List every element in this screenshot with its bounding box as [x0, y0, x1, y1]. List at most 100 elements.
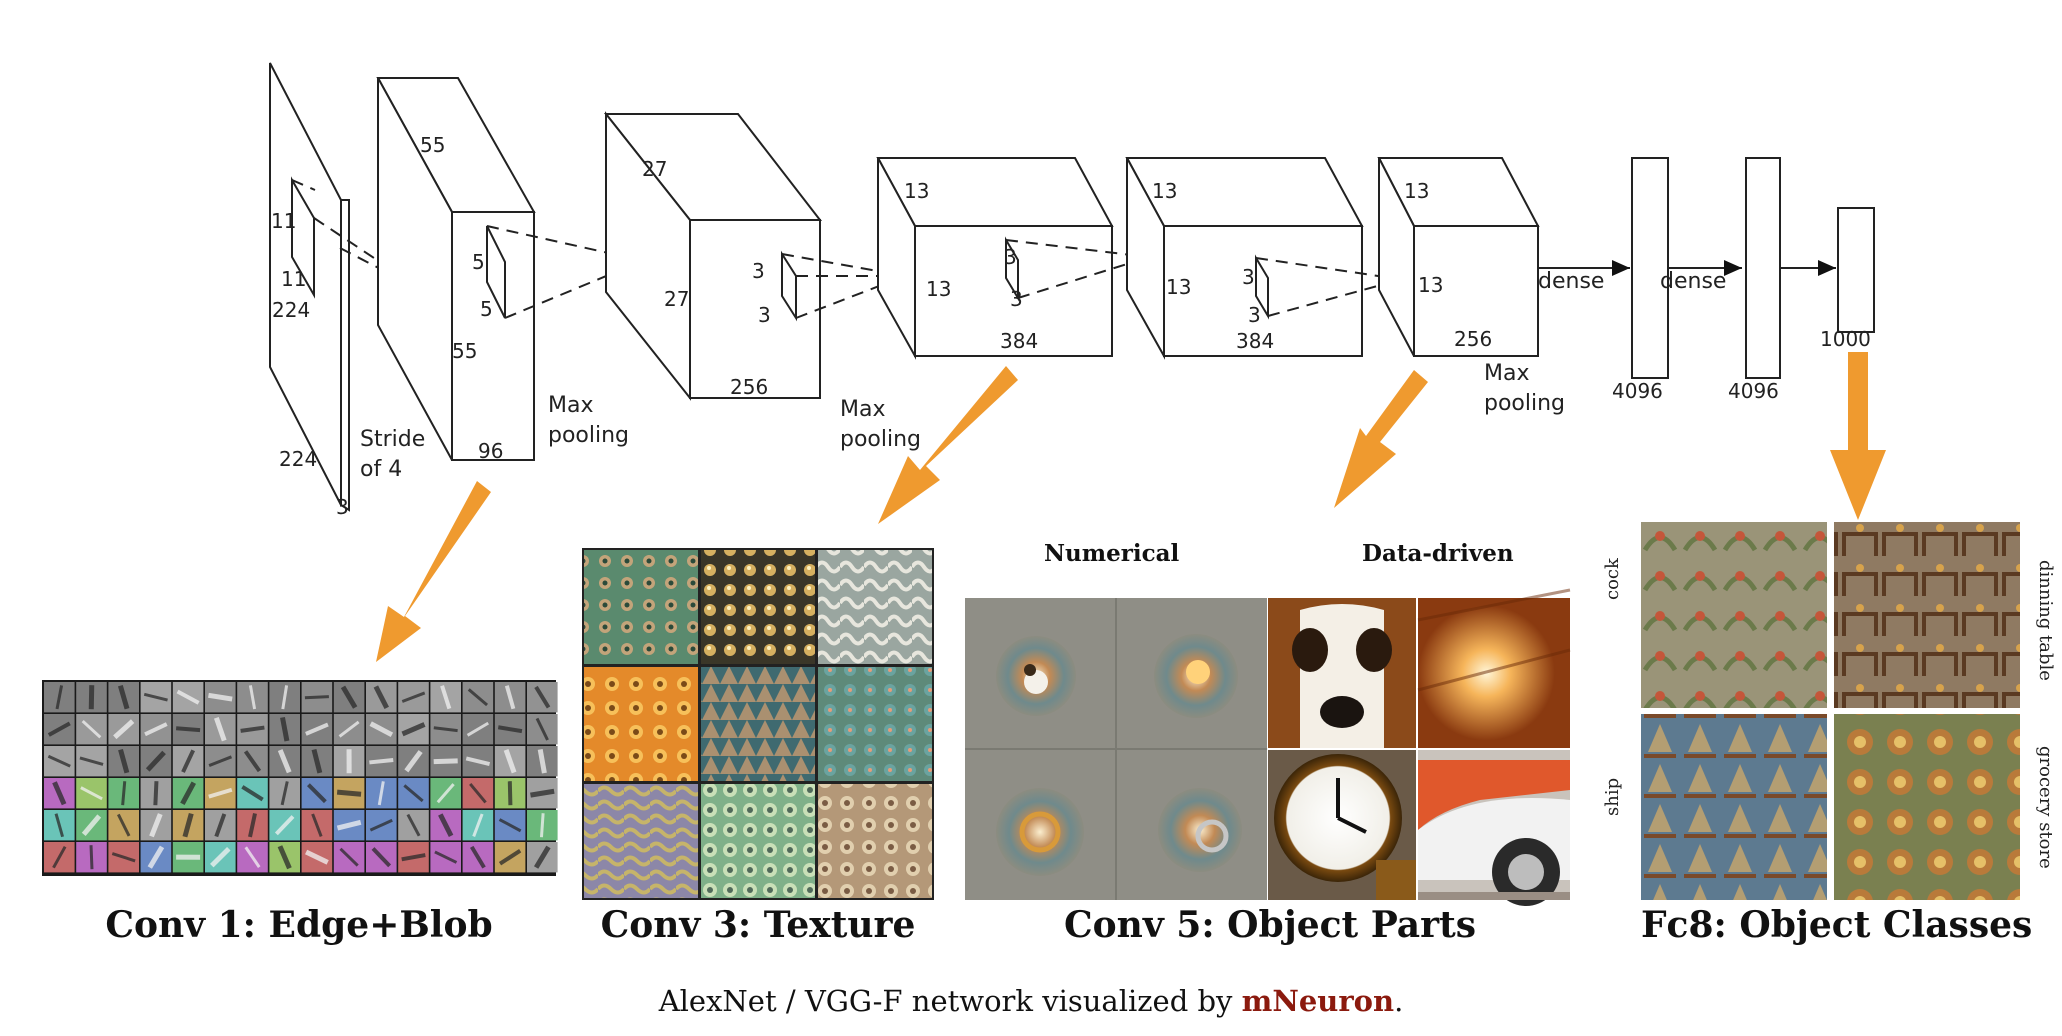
conv1-filter-edge: [145, 750, 166, 772]
pool2-label-1: Max: [840, 397, 885, 422]
class-grocery-store-image: [1834, 714, 2020, 900]
conv1-filter-edge: [436, 783, 455, 804]
conv1-filter-edge: [210, 846, 231, 868]
conv1-filter-edge: [401, 691, 426, 703]
conv1-filter-edge: [507, 781, 513, 806]
conv2-kernel-w-label: 3: [758, 303, 771, 327]
input-d-label: 3: [336, 495, 349, 519]
conv1-filter-edge: [89, 845, 94, 870]
stride-label-1: Stride: [360, 427, 425, 452]
conv1-filter-edge: [404, 750, 423, 773]
conv5-w-label: 13: [1418, 273, 1443, 297]
conv1-filter-edge: [248, 685, 257, 710]
network-architecture: [269, 62, 1875, 512]
fc8-class-grid: [1641, 522, 2020, 900]
conv1-d-label: 96: [478, 439, 503, 463]
conv1-filter-edge: [369, 721, 394, 738]
conv1-filter-edge: [280, 781, 289, 806]
conv1-filter-edge: [336, 819, 362, 831]
conv1-filter-edge: [113, 719, 135, 740]
conv4-w-label: 13: [1166, 275, 1191, 299]
conv1-filter-edge: [503, 749, 517, 774]
fc7-layer: [1745, 157, 1781, 379]
conv1-filter-edge: [149, 813, 163, 838]
conv3-volume: [876, 157, 1114, 360]
fc6-layer: [1631, 157, 1669, 379]
conv1-filter-edge: [144, 722, 168, 737]
conv1-filter-edge: [534, 685, 551, 709]
conv1-filter-edge: [277, 845, 292, 870]
input-layer: [269, 62, 350, 512]
conv1-filter-edge: [338, 720, 360, 738]
conv1-filter-edge: [208, 692, 233, 702]
conv1-filter-edge: [280, 716, 290, 742]
conv2-volume: [603, 111, 823, 401]
conv1-filter-edge: [116, 813, 131, 837]
fc8-label-ship: ship: [1602, 777, 1623, 816]
conv1-filter-edge: [180, 781, 197, 805]
conv1-filter-edge: [248, 813, 257, 838]
numerical-column-heading: Numerical: [1044, 540, 1180, 567]
conv1-filter-edge: [79, 756, 104, 766]
conv1-filter-edge: [52, 781, 67, 806]
conv4-kernel-w-label: 3: [1248, 303, 1261, 327]
dense-label-1: dense: [1538, 269, 1604, 294]
fc8-panel-title: Fc8: Object Classes: [1641, 904, 2033, 946]
conv1-filter-edge: [497, 725, 523, 734]
conv1-filter-edge: [277, 749, 292, 774]
conv1-filter-edge: [369, 818, 393, 832]
texture-tile: [584, 550, 698, 664]
conv1-filter-edge: [498, 848, 522, 866]
conv1-filter-edge: [118, 748, 130, 774]
conv1-filter-edge: [55, 685, 64, 710]
conv1-filter-edge: [440, 685, 452, 710]
conv1-filter-edge: [403, 784, 424, 803]
conv1-filter-edge: [537, 748, 547, 774]
conv1-filter-edge: [305, 849, 329, 865]
fc8-size-label: 1000: [1820, 327, 1871, 351]
conv3-kernel-w-label: 3: [1010, 287, 1023, 311]
conv1-filter-edge: [175, 726, 201, 733]
fc8-label-cock: cock: [1602, 558, 1623, 600]
stride-label-2: of 4: [360, 457, 402, 482]
conv1-filter-edge: [466, 721, 490, 737]
fc8-label-grocery-store: grocery store: [2035, 746, 2056, 869]
conv1-filter-edge: [311, 813, 323, 837]
lamp-photo: [1418, 598, 1570, 748]
conv2-w-label: 27: [664, 287, 689, 311]
conv1-filter-edge: [214, 717, 227, 742]
conv1-filter-edge: [336, 789, 362, 797]
conv5-panel-title: Conv 5: Object Parts: [1064, 904, 1476, 946]
texture-tile: [818, 550, 932, 664]
conv1-filter-edge: [504, 685, 516, 710]
data-driven-column-heading: Data-driven: [1362, 540, 1514, 567]
conv1-filter-edge: [433, 726, 458, 733]
conv1-filter-edge: [304, 695, 329, 700]
conv1-filter-edge: [467, 688, 489, 707]
conv1-filter-edge: [434, 850, 458, 864]
fc8-layer: [1837, 207, 1875, 333]
pool2-label-2: pooling: [840, 427, 921, 452]
conv2-h-label: 27: [642, 157, 667, 181]
conv1-filter-grid: [42, 680, 558, 876]
conv1-filter-edge: [81, 719, 102, 739]
conv1-filter-edge: [305, 722, 329, 736]
conv1-filter-edge: [307, 783, 327, 804]
conv1-filter-edge: [535, 717, 549, 741]
texture-tile: [818, 667, 932, 781]
texture-tile: [701, 784, 815, 898]
arrow-to-conv5-panel: [1334, 370, 1428, 508]
mneuron-link[interactable]: mNeuron: [1241, 984, 1395, 1018]
input-w-label: 224: [279, 447, 317, 471]
conv1-filter-edge: [52, 845, 67, 869]
orange-arrows: [376, 352, 1886, 662]
pool1-label-2: pooling: [548, 423, 629, 448]
conv1-filter-edge: [281, 685, 289, 710]
class-cock-image: [1641, 522, 1827, 708]
conv1-filter-edge: [438, 813, 454, 838]
conv2-kernel-h-label: 3: [752, 259, 765, 283]
conv1-filter-edge: [182, 812, 194, 838]
conv1-filter-edge: [47, 754, 71, 768]
conv1-filter-edge: [143, 692, 168, 702]
